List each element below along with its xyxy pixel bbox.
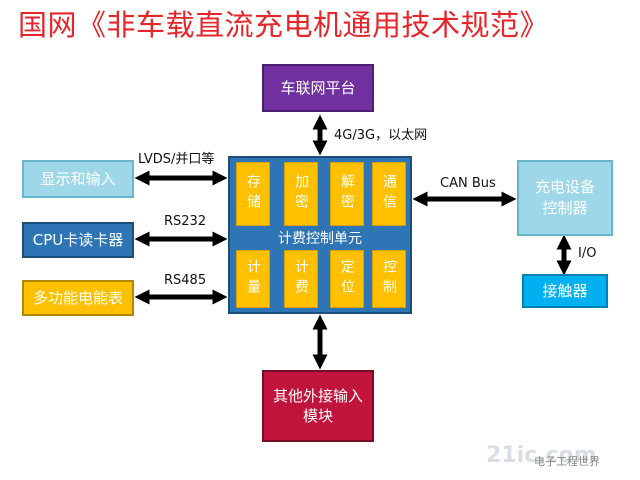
cell-storage: 存储 [236, 162, 270, 226]
cell-decrypt: 解密 [330, 162, 364, 226]
meter-link-label: RS485 [164, 273, 207, 288]
energy-meter-box: 多功能电能表 [22, 280, 134, 316]
cell-positioning: 定位 [330, 250, 364, 308]
io-label: I/O [578, 246, 597, 261]
display-link-label: LVDS/并口等 [138, 152, 215, 167]
watermark-logo: 21ic.com [486, 443, 597, 468]
cpu-card-reader-box: CPU卡读卡器 [22, 222, 134, 258]
contactor-box: 接触器 [522, 274, 608, 308]
cpu-link-label: RS232 [164, 214, 207, 229]
can-bus-label: CAN Bus [440, 176, 496, 191]
control-unit-label: 计费控制单元 [278, 231, 362, 247]
cell-billing: 计费 [284, 250, 318, 308]
network-label: 4G/3G，以太网 [334, 128, 428, 143]
other-input-module-box: 其他外接输入模块 [262, 370, 374, 442]
cell-encrypt: 加密 [284, 162, 318, 226]
diagram-title: 国网《非车载直流充电机通用技术规范》 [18, 8, 550, 42]
charger-controller-box: 充电设备控制器 [517, 160, 613, 236]
cell-metering: 计量 [236, 250, 270, 308]
cell-communication: 通信 [372, 162, 406, 226]
display-input-box: 显示和输入 [22, 160, 134, 198]
cell-control: 控制 [372, 250, 406, 308]
platform-box: 车联网平台 [262, 64, 374, 112]
watermark-subtitle: 电子工程世界 [534, 455, 600, 468]
